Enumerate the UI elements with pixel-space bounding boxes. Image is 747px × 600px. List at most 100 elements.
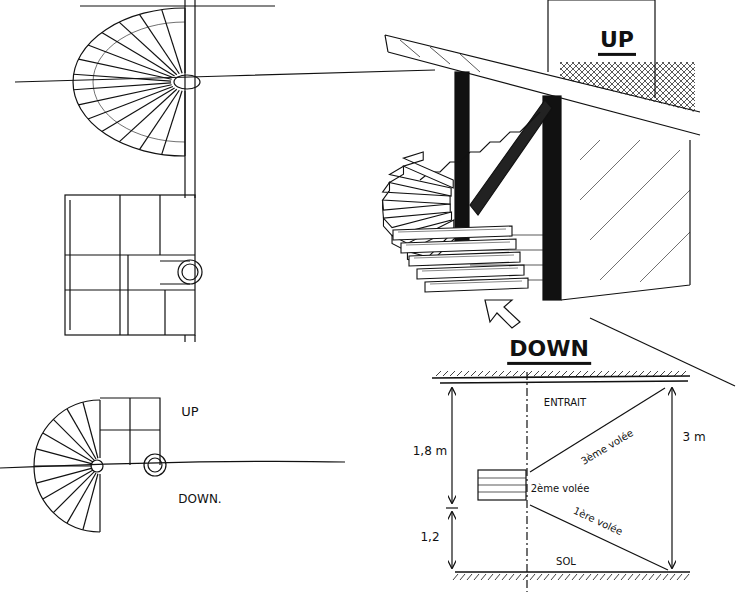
tread-line <box>43 470 93 499</box>
tread-line <box>78 85 171 105</box>
tread-line <box>53 419 94 460</box>
beam-hatch <box>443 371 448 376</box>
beam-hatch <box>499 371 504 376</box>
ground-hatch <box>537 574 542 580</box>
ground-hatch <box>677 574 682 580</box>
beam-hatch <box>492 371 497 376</box>
stair-section <box>432 372 690 592</box>
tread-line <box>83 474 98 530</box>
stair-section <box>446 507 458 508</box>
beam-hatch <box>597 371 602 376</box>
ground-hatch <box>495 574 500 580</box>
spiral-plan <box>185 0 195 198</box>
tread-line <box>184 91 185 156</box>
beam-hatch <box>541 371 546 376</box>
stair-plan <box>34 400 100 532</box>
stair-perspective <box>560 62 695 112</box>
ground-hatch <box>621 574 626 580</box>
curved-tread <box>403 152 453 188</box>
ground-hatch <box>530 574 535 580</box>
stair-section <box>451 512 452 568</box>
stair-section <box>530 505 668 570</box>
stair-section <box>671 388 672 568</box>
sketch-label: UP <box>179 405 200 419</box>
hatching <box>436 371 689 580</box>
tread-grain <box>406 242 510 245</box>
spiral-plan <box>174 75 200 89</box>
ground-hatch <box>614 574 619 580</box>
straight-tread <box>425 278 528 292</box>
beam-hatch <box>681 371 686 376</box>
spiral-plan <box>15 0 435 198</box>
floor-plan <box>65 195 195 335</box>
tread-line <box>99 474 100 532</box>
spiral-plan <box>15 70 435 82</box>
ground-hatch <box>558 574 563 580</box>
beam-hatch <box>674 371 679 376</box>
tread-grain <box>398 229 506 232</box>
floor-plan <box>178 260 202 284</box>
tread-grain <box>430 281 522 284</box>
beam-hatch <box>506 371 511 376</box>
stair-section <box>530 388 665 472</box>
beam-hatch <box>618 371 623 376</box>
tread-line <box>184 8 185 73</box>
stair-plan <box>144 454 166 476</box>
tread-line <box>34 465 92 466</box>
ground-hatch <box>579 574 584 580</box>
beam-hatch <box>611 371 616 376</box>
ground-hatch <box>572 574 577 580</box>
stair-section <box>478 470 526 500</box>
floor-plan <box>185 335 195 342</box>
floor-plan <box>160 261 190 284</box>
stair-perspective <box>455 72 469 250</box>
stair-plan <box>0 398 345 532</box>
beam-hatch <box>534 371 539 376</box>
beam-hatch <box>590 371 595 376</box>
ground-hatch <box>607 574 612 580</box>
sketch-label: 3ème volée <box>577 426 636 468</box>
beam-hatch <box>653 371 658 376</box>
beam-hatch <box>569 371 574 376</box>
ground-hatch <box>502 574 507 580</box>
tread-line <box>139 14 179 73</box>
stair-perspective <box>385 0 735 386</box>
stair-plan <box>0 461 345 468</box>
tread-line <box>99 400 100 458</box>
straight-tread <box>401 239 516 253</box>
tread-line <box>67 409 96 459</box>
beam-hatch <box>457 371 462 376</box>
floor-plan <box>65 195 195 335</box>
beam-hatch <box>583 371 588 376</box>
beam-hatch <box>555 371 560 376</box>
sketch-label: SOL <box>554 556 578 567</box>
ground-hatch <box>684 574 689 580</box>
beam-hatch <box>625 371 630 376</box>
spiral-plan <box>73 8 185 156</box>
ground-hatch <box>523 574 528 580</box>
sketch-label: 2ème volée <box>529 483 592 494</box>
stair-section <box>478 478 526 492</box>
stair-treads <box>383 152 528 292</box>
tread-grain <box>414 255 514 258</box>
straight-tread <box>393 226 512 240</box>
stair-plan <box>148 458 162 472</box>
ground-hatch <box>628 574 633 580</box>
ground-hatch <box>467 574 472 580</box>
beam-hatch <box>639 371 644 376</box>
view-heading: DOWN <box>507 337 591 365</box>
ground-hatch <box>481 574 486 580</box>
beam-hatch <box>667 371 672 376</box>
beam-hatch <box>436 371 441 376</box>
beam-hatch <box>646 371 651 376</box>
beam-hatch <box>478 371 483 376</box>
ground-hatch <box>544 574 549 580</box>
ground-hatch <box>474 574 479 580</box>
stair-perspective <box>548 0 655 98</box>
view-heading: UP <box>598 28 636 56</box>
tread-line <box>162 91 182 155</box>
beam-hatch <box>562 371 567 376</box>
ground-hatch <box>670 574 675 580</box>
beam-hatch <box>485 371 490 376</box>
